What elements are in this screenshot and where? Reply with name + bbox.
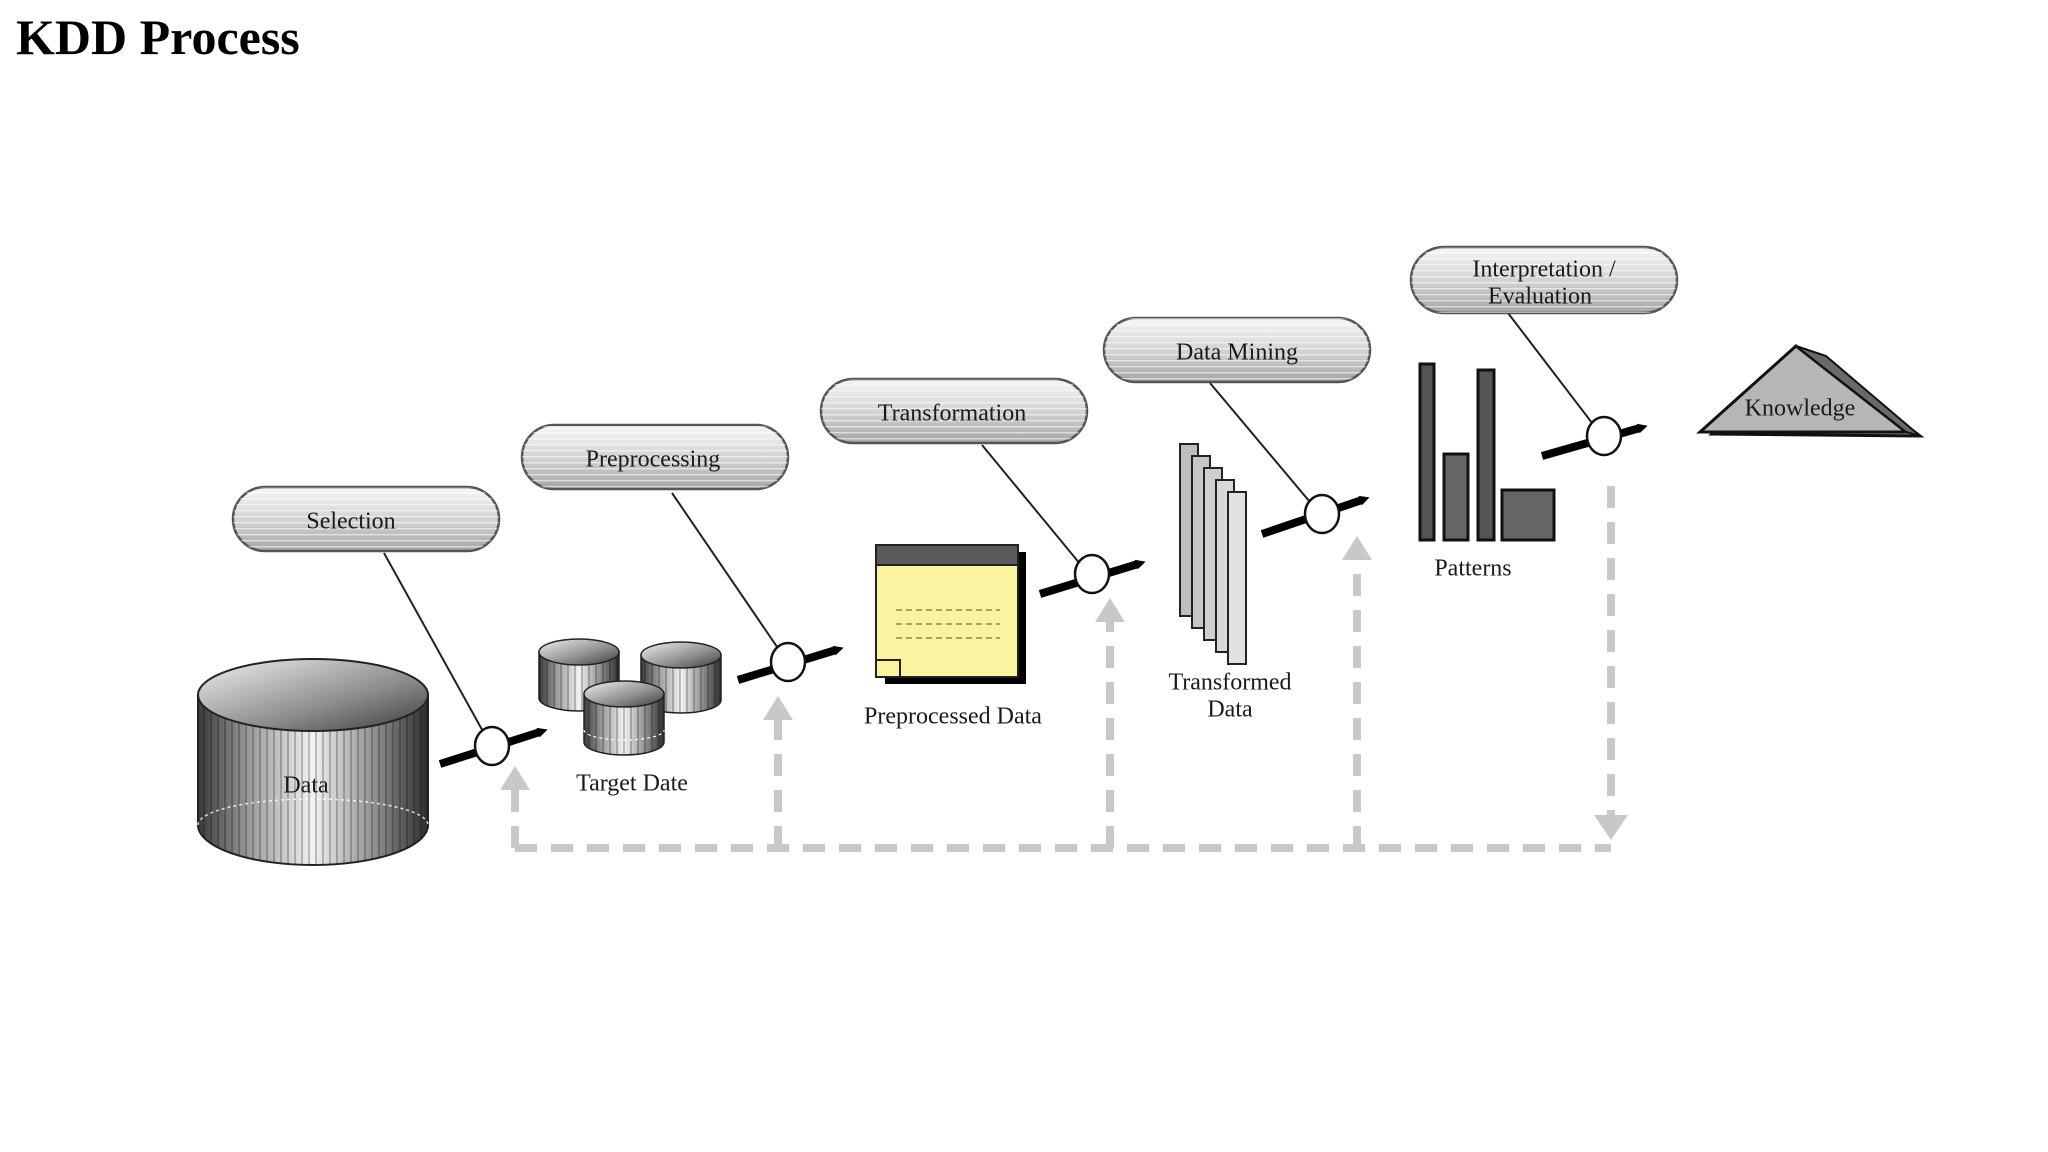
data-label: Data [283,773,329,799]
connector-preprocessing [671,492,787,661]
junction-circle-transformation [1073,553,1111,595]
transformed-data-label-2: Data [1207,697,1253,723]
step-selection-label: Selection [306,509,395,535]
data-cylinder-icon [197,658,429,866]
feedback-arrowhead-1 [500,766,530,790]
preprocessed-note-icon [875,544,1026,684]
connector-transformation [981,444,1091,577]
junction-circle-interpretation [1585,415,1623,457]
feedback-arrowhead-2 [763,696,793,720]
target-data-cylinders-icon [538,638,722,756]
step-transformation-label: Transformation [878,401,1026,427]
connector-interpretation [1507,312,1603,437]
step-interpretation-label-1: Interpretation / [1472,257,1616,283]
knowledge-pyramid-icon [1696,344,1925,438]
step-preprocessing-pill: Preprocessing [520,423,790,491]
page-title: KDD Process [16,9,300,65]
step-selection-pill: Selection [231,485,501,553]
feedback-arrowheads [500,536,1628,840]
feedback-arrowhead-3 [1095,598,1125,622]
target-data-label: Target Date [576,771,688,797]
feedback-arrowhead-4 [1342,536,1372,560]
step-interpretation-pill: Interpretation / Evaluation [1409,245,1679,315]
patterns-bars-icon [1418,362,1556,542]
junction-circle-selection [473,725,511,767]
step-preprocessing-label: Preprocessing [586,447,721,473]
junction-circle-preprocessing [769,641,807,683]
connector-data-mining [1209,382,1321,515]
step-transformation-pill: Transformation [819,377,1089,445]
step-data-mining-pill: Data Mining [1102,316,1372,384]
feedback-loop [511,486,1615,852]
feedback-arrowhead-down [1594,815,1628,840]
transformed-data-label-1: Transformed [1168,670,1291,696]
knowledge-label: Knowledge [1745,396,1856,422]
connector-selection [383,552,491,745]
step-data-mining-label: Data Mining [1176,340,1298,366]
junction-circle-data-mining [1303,493,1341,535]
preprocessed-data-label: Preprocessed Data [864,704,1042,730]
patterns-label: Patterns [1434,556,1511,582]
target-cylinder-3 [583,680,665,756]
transformed-sheets-icon [1179,443,1247,665]
step-interpretation-label-2: Evaluation [1488,284,1592,310]
